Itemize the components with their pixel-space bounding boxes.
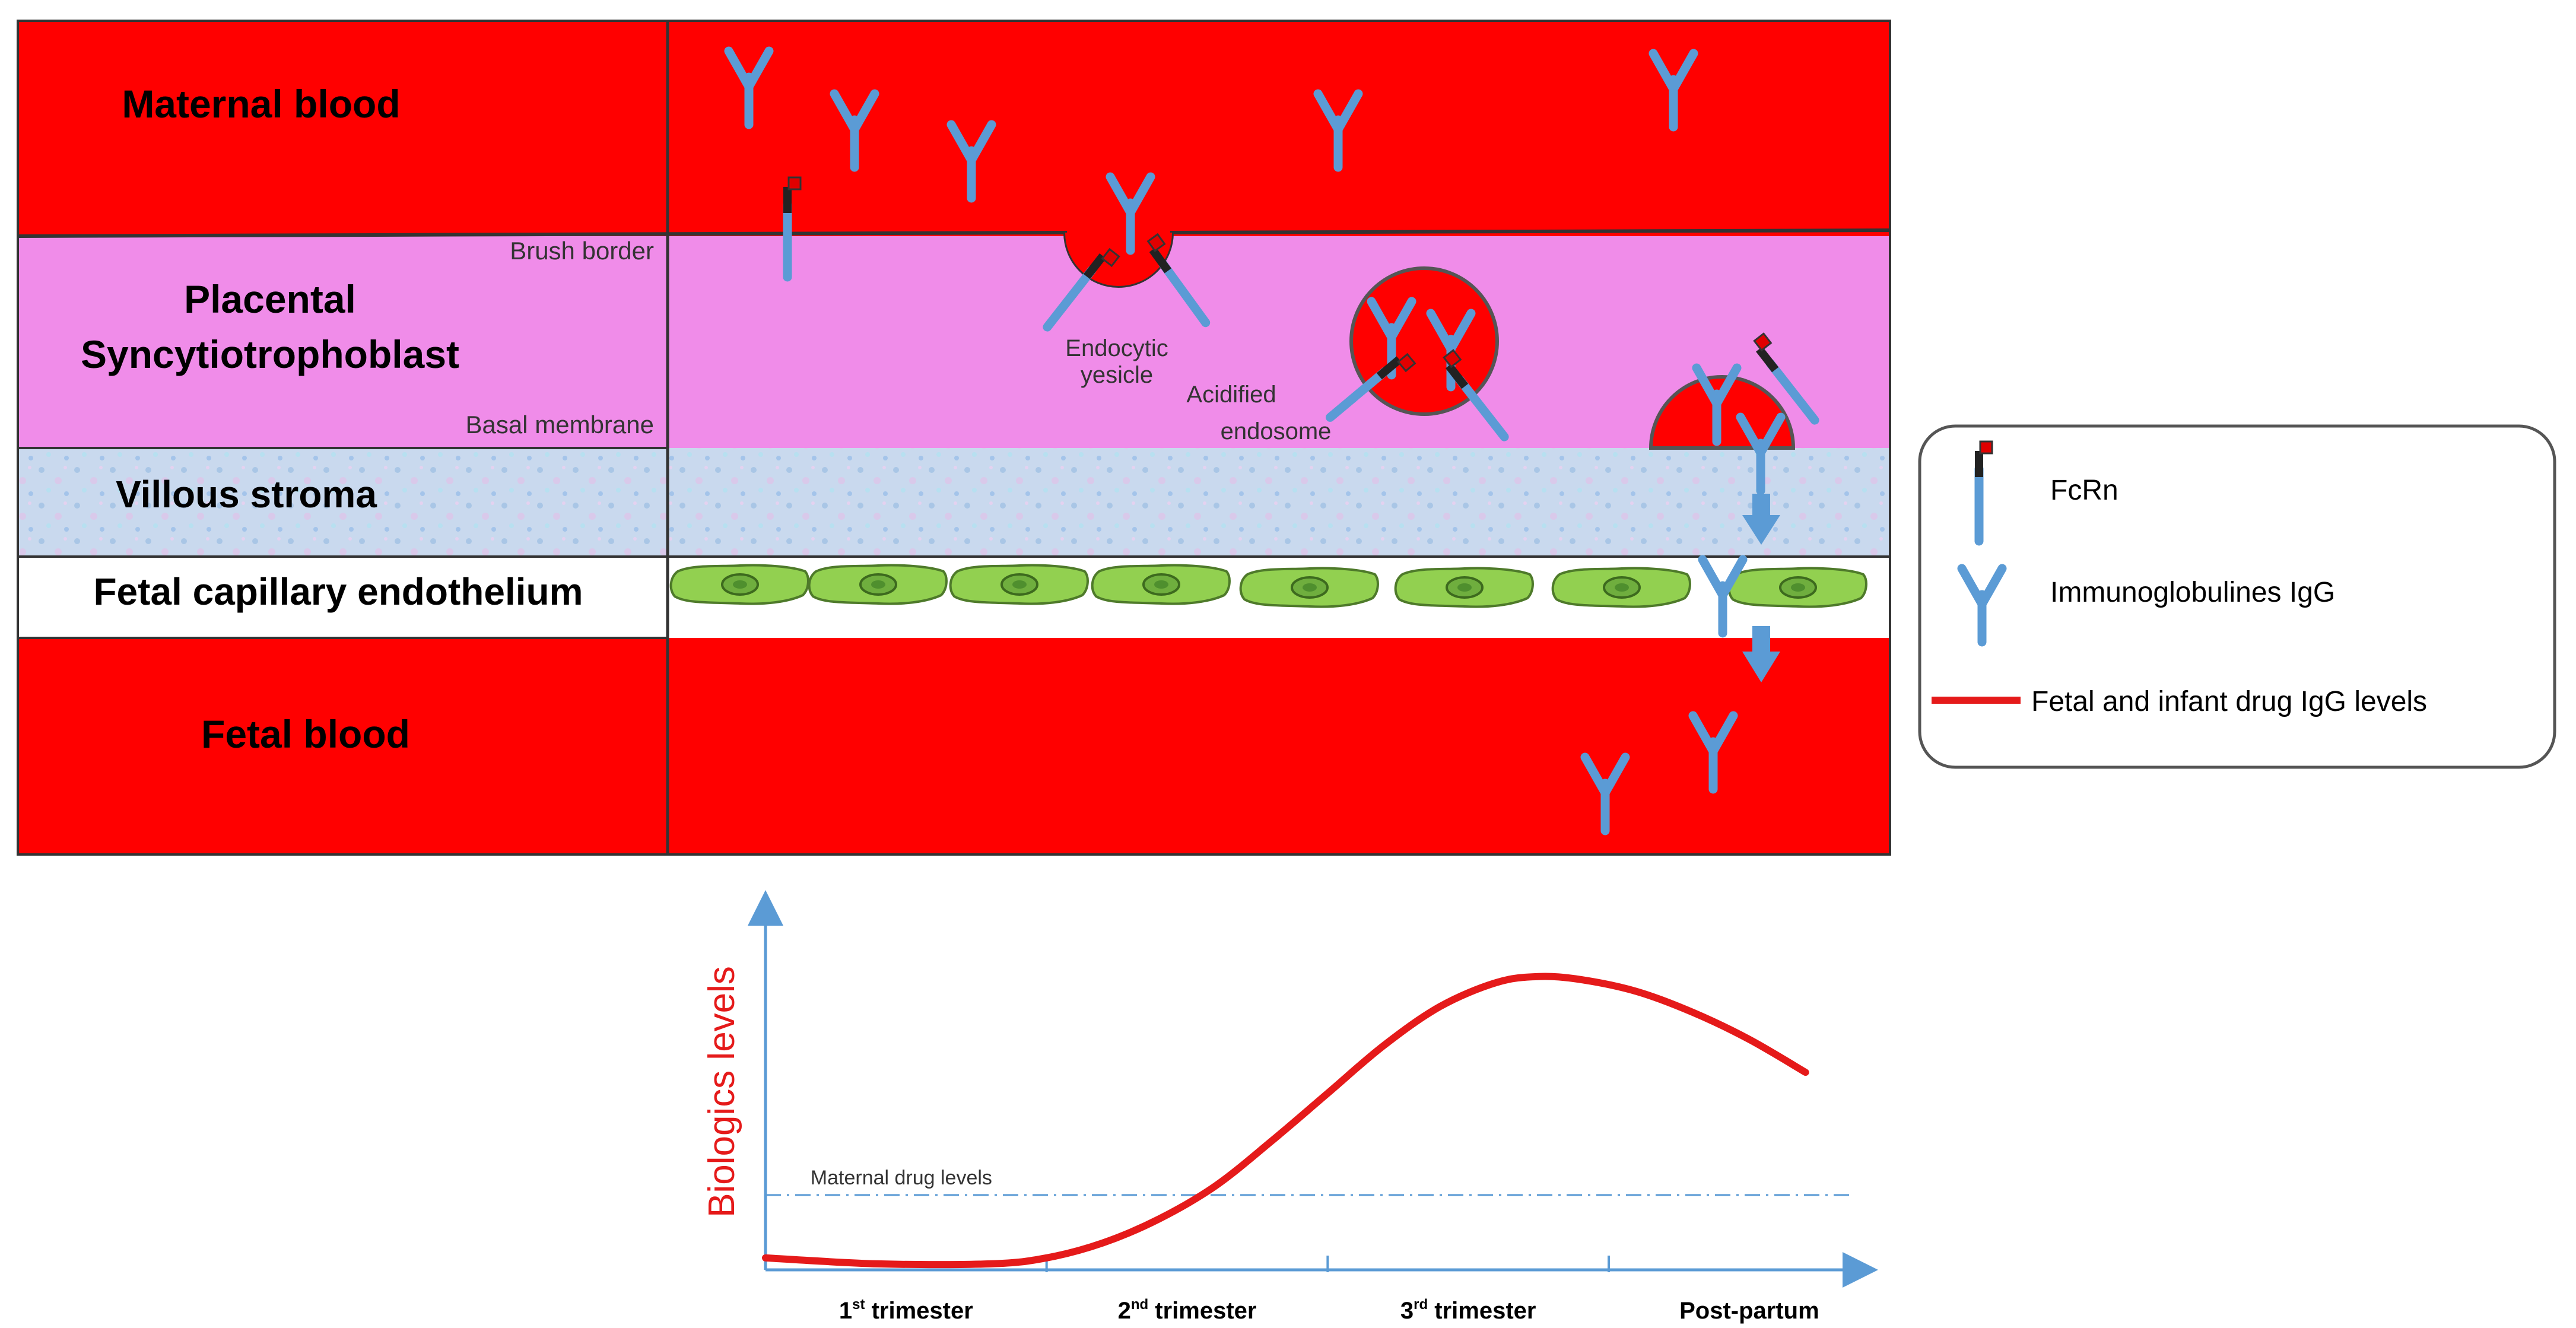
endothelial-cell — [808, 564, 948, 605]
placental-label: Placental — [184, 277, 356, 321]
fetal-blood-band — [18, 638, 1890, 854]
fetal-level-curve — [762, 973, 1809, 1269]
legend-fcrn-label: FcRn — [2050, 475, 2118, 506]
legend-levels-label: Fetal and infant drug IgG levels — [2031, 686, 2427, 717]
brush-border-label: Brush border — [510, 237, 654, 265]
syncytio-band — [18, 236, 1890, 448]
diagram-frame — [17, 20, 1891, 856]
x-tick-label: 3rd trimester — [1400, 1297, 1536, 1324]
y-axis-label: Biologics levels — [701, 966, 742, 1218]
endothelial-cell — [1727, 567, 1867, 608]
syncytio-label: Syncytiotrophoblast — [81, 332, 459, 376]
legend-box — [1918, 424, 2556, 769]
basal-membrane-label: Basal membrane — [466, 411, 654, 439]
levels-chart: Biologics levels 1st trimester 2nd trimes… — [701, 890, 1878, 1324]
acidified-endosome — [1327, 266, 1514, 439]
x-tick-label: Post-partum — [1679, 1298, 1819, 1324]
endothelial-cell — [1551, 567, 1691, 608]
endothelial-cell — [1239, 567, 1379, 608]
acidified-label-1: Acidified — [1186, 382, 1276, 408]
down-arrow-icon — [1742, 494, 1780, 545]
maternal-blood-label: Maternal blood — [122, 82, 400, 126]
exocytic-vesicle — [1648, 333, 1825, 491]
legend: FcRn Immunoglobulines IgG Fetal and infa… — [1918, 424, 2556, 769]
maternal-reference-label: Maternal drug levels — [811, 1167, 992, 1189]
down-arrow-icon — [1742, 626, 1780, 682]
villous-stroma-label: Villous stroma — [116, 473, 377, 516]
endothelial-cell — [1091, 564, 1231, 605]
stroma-band — [18, 448, 1890, 557]
layer-labels: Maternal blood Placental Syncytiotrophob… — [81, 82, 583, 756]
legend-igg-label: Immunoglobulines IgG — [2050, 577, 2335, 608]
acidified-label-2: endosome — [1221, 418, 1332, 444]
endocytic-label-1: Endocytic — [1065, 335, 1168, 361]
membrane-labels: Brush border Basal membrane — [466, 237, 654, 439]
endothelial-cell — [1394, 567, 1534, 608]
x-tick-labels: 1st trimester 2nd trimester 3rd trimester P… — [839, 1297, 1819, 1324]
endocytic-label-2: yesicle — [1081, 362, 1153, 388]
fetal-blood-label: Fetal blood — [201, 712, 410, 756]
x-tick-label: 1st trimester — [839, 1297, 973, 1324]
transcytosis-arrows — [1702, 494, 1780, 682]
endothelial-cell — [669, 564, 809, 605]
endothelial-cell — [949, 564, 1089, 605]
fetal-capillary-label: Fetal capillary endothelium — [93, 570, 583, 613]
x-tick-label: 2nd trimester — [1118, 1297, 1257, 1324]
